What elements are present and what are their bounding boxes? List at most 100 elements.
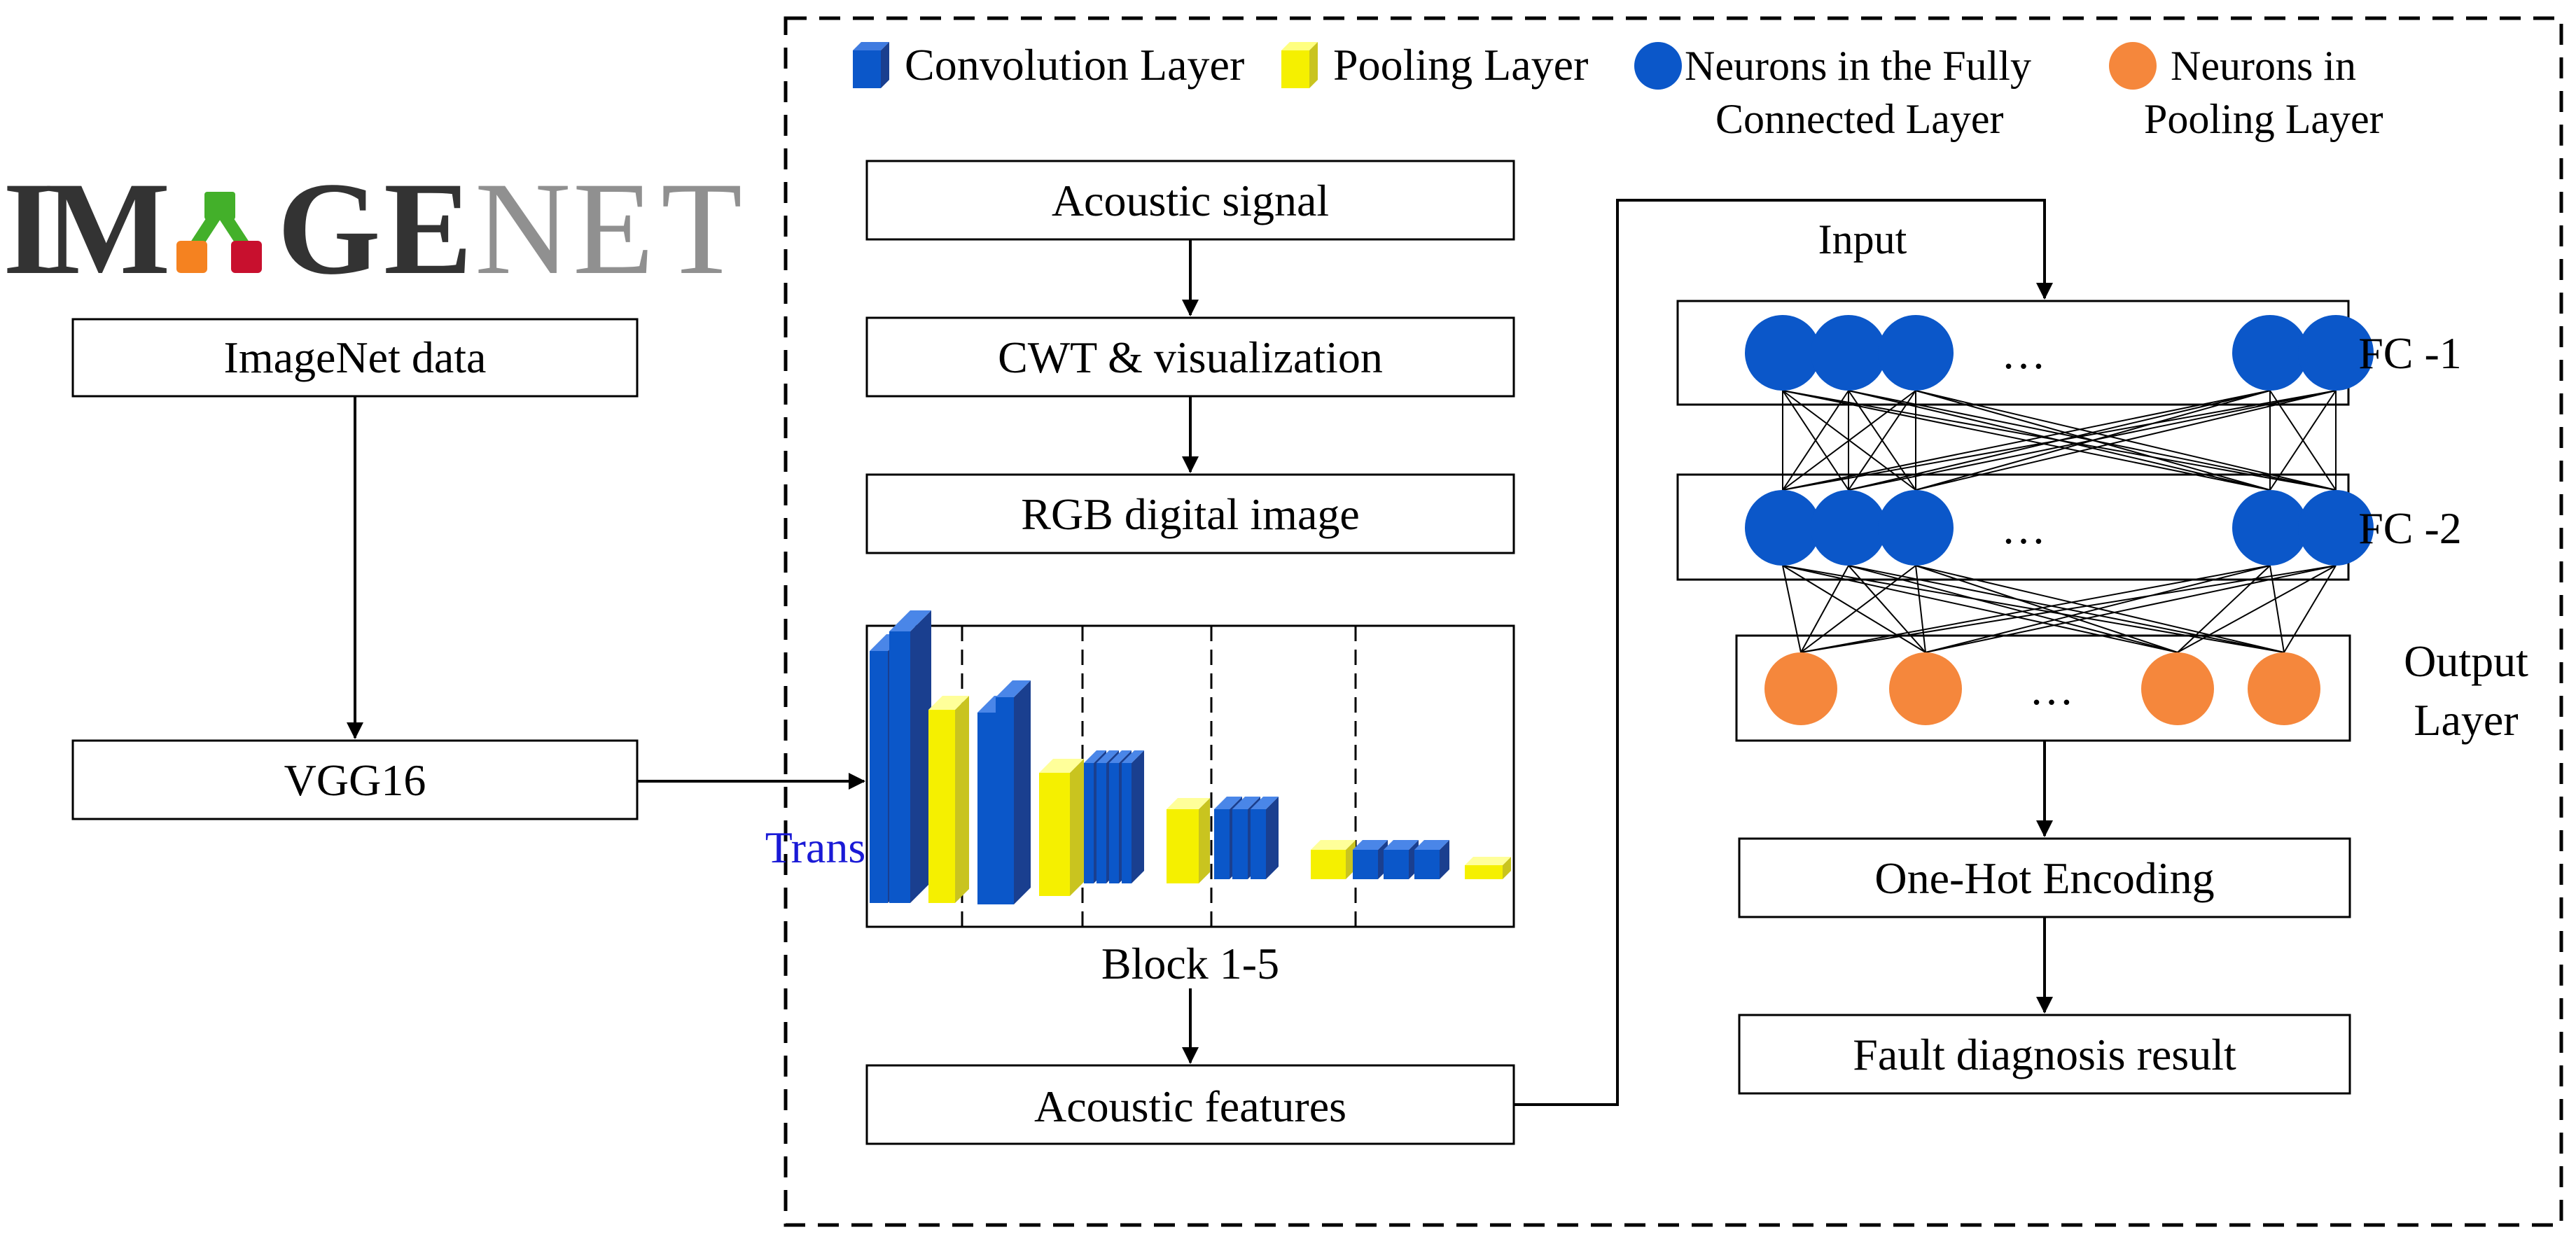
fc2-output-connection (1915, 565, 1926, 653)
imagenet-logo: I M G E N E T (3, 155, 742, 302)
output-neuron (2248, 652, 2320, 725)
legend-conv-label: Convolution Layer (905, 40, 1244, 90)
fc2-neuron (1811, 490, 1886, 566)
fc1-neuron (1745, 315, 1820, 391)
fc2-output-connection (1800, 565, 1916, 653)
cwt-label: CWT & visualization (998, 332, 1383, 382)
output-ellipsis: … (2029, 664, 2074, 714)
output-label-1: Output (2404, 636, 2528, 686)
legend-pool-neuron (2109, 42, 2157, 90)
result-box (1738, 1014, 2351, 1095)
fc2-neuron (1878, 490, 1954, 566)
fc1-neuron (2298, 315, 2374, 391)
legend-conv-swatch (853, 42, 889, 88)
legend: Convolution Layer Pooling Layer Neurons … (853, 40, 2383, 142)
fc1-fc2-connection (1782, 390, 1916, 491)
logo-letter-e1: E (384, 155, 473, 302)
fc1-fc2-connection (2269, 390, 2337, 491)
fc1-fc2-connection (1848, 390, 2337, 491)
acoustic-features-label: Acoustic features (1034, 1082, 1346, 1131)
fc2-label: FC -2 (2358, 503, 2462, 553)
output-layer-box (1735, 634, 2351, 742)
conv-layer-slab (1353, 840, 1388, 879)
block-label: Block 1-5 (1101, 939, 1279, 988)
fc2-output-connection (1848, 565, 1926, 653)
legend-fc-label-2: Connected Layer (1715, 96, 2003, 142)
acoustic-features-box (865, 1064, 1515, 1145)
result-label: Fault diagnosis result (1853, 1030, 2236, 1079)
fc2-output-connection (2177, 565, 2271, 653)
logo-letter-t: T (661, 155, 742, 302)
fc2-output-connection (1782, 565, 2178, 653)
fc2-output-connection (2269, 565, 2285, 653)
one-hot-box (1738, 837, 2351, 918)
vgg-blocks-panel (865, 610, 1515, 928)
fc1-fc2-connection (1782, 390, 1849, 491)
fc2-output-connection (1925, 565, 2337, 653)
legend-pool-neuron-label-1: Neurons in (2171, 43, 2356, 89)
pool-layer-slab (1039, 759, 1084, 896)
output-neuron (2141, 652, 2214, 725)
fc1-ellipsis: … (2001, 328, 2046, 378)
input-label: Input (1818, 216, 1907, 262)
pool-layer-slab (1311, 840, 1356, 879)
imagenet-data-box (71, 318, 639, 398)
cwt-box (865, 316, 1515, 398)
rgb-box (865, 473, 1515, 554)
network-connections (1782, 390, 2337, 653)
output-neuron (1889, 652, 1962, 725)
vgg16-label: VGG16 (284, 755, 426, 805)
fc1-neuron (2232, 315, 2308, 391)
legend-pool-swatch (1281, 42, 1318, 88)
fc1-label: FC -1 (2358, 328, 2462, 378)
imagenet-data-label: ImageNet data (224, 332, 487, 382)
logo-letter-i: I (3, 155, 55, 302)
legend-fc-label-1: Neurons in the Fully (1685, 43, 2031, 89)
network-neurons (1745, 315, 2374, 725)
fc2-output-connection (2283, 565, 2337, 653)
transfer-region-frame (784, 16, 2563, 1227)
fc1-fc2-connection (1782, 390, 2337, 491)
conv-layer-slab (1414, 840, 1449, 879)
fc2-output-connection (1800, 565, 1849, 653)
fc2-output-connection (2177, 565, 2337, 653)
fc2-output-connection (1800, 565, 2271, 653)
output-label-2: Layer (2414, 695, 2518, 745)
vgg-layer-stack (870, 610, 1511, 904)
one-hot-label: One-Hot Encoding (1874, 853, 2214, 903)
vgg16-box (71, 739, 639, 820)
logo-letter-g: G (277, 155, 381, 302)
logo-letter-n: N (475, 155, 571, 302)
conv-layer-slab (1384, 840, 1419, 879)
pool-layer-slab (1465, 857, 1511, 879)
conv-layer-slab (996, 680, 1031, 904)
fc1-neuron (1811, 315, 1886, 391)
conv-layer-slab (889, 610, 931, 903)
conv-layer-slab (1251, 797, 1279, 879)
fc2-output-connection (1800, 565, 2337, 653)
fc2-ellipsis: … (2001, 503, 2046, 553)
fc1-neuron (1878, 315, 1954, 391)
fc1-fc2-connection (1782, 390, 2271, 491)
logo-letter-e2: E (573, 155, 654, 302)
logo-node-mark (176, 192, 262, 273)
fc2-output-connection (1848, 565, 2178, 653)
fc2-output-connection (1925, 565, 2271, 653)
fc1-fc2-connection (1848, 390, 1916, 491)
fc1-fc2-connection (1915, 390, 2337, 491)
output-neuron (1764, 652, 1837, 725)
legend-fc-neuron (1634, 42, 1682, 90)
rgb-label: RGB digital image (1021, 489, 1360, 539)
fc2-output-connection (1915, 565, 2178, 653)
fc2-neuron (2298, 490, 2374, 566)
pool-layer-slab (928, 696, 969, 903)
fc2-neuron (1745, 490, 1820, 566)
pool-layer-slab (1167, 798, 1210, 883)
conv-layer-slab (1122, 750, 1144, 883)
legend-pool-label: Pooling Layer (1333, 40, 1588, 90)
fc2-output-connection (1782, 565, 1802, 653)
logo-letter-m: M (45, 155, 170, 302)
arrow-features-to-input (1514, 199, 2053, 1106)
legend-pool-neuron-label-2: Pooling Layer (2144, 96, 2383, 142)
